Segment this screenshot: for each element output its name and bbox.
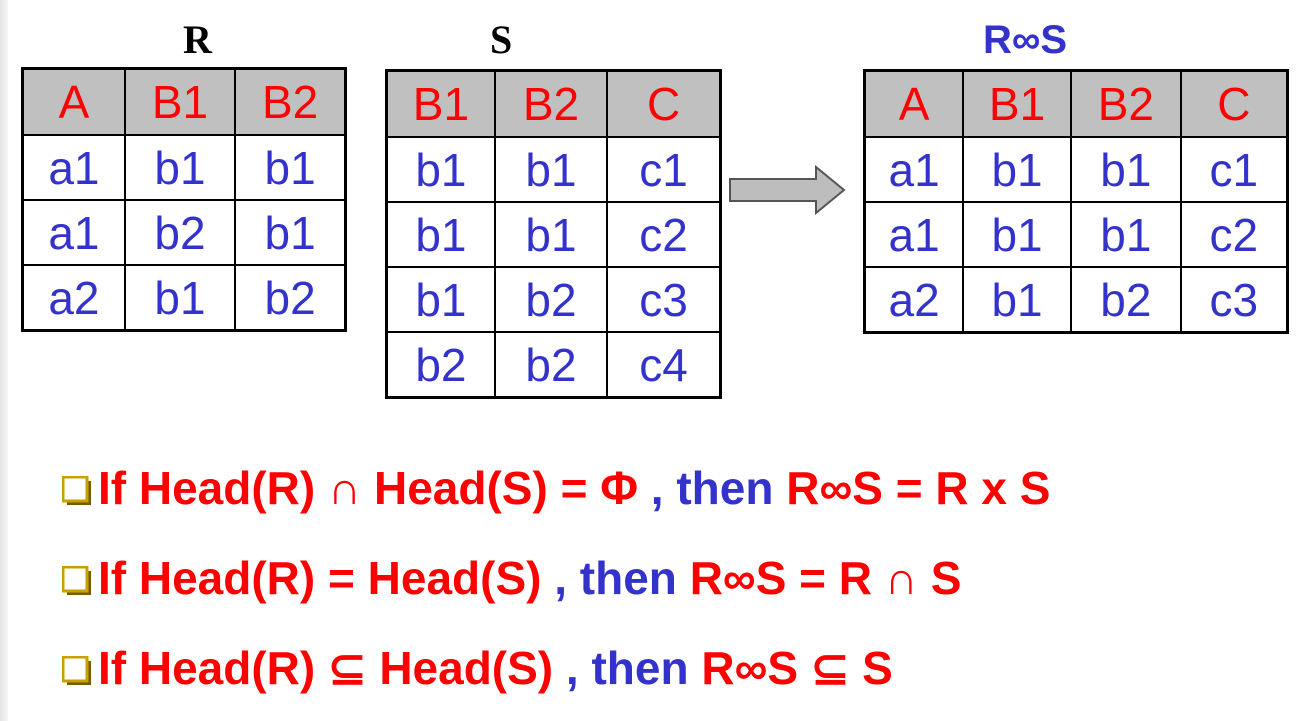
table-row: b1 b1 c1 [385,136,722,203]
table-cell: a1 [21,134,126,201]
table-s-title: S [490,17,513,62]
table-row: a1 b2 b1 [21,199,347,266]
table-rs-header-cell: B1 [962,69,1072,138]
table-rs: A B1 B2 C a1 b1 b1 c1 a1 b1 b1 c2 a2 b1 … [863,69,1289,334]
table-rs-header-cell: B2 [1069,69,1182,138]
table-cell: b1 [1069,201,1182,268]
checkbox-bullet-icon [62,566,91,595]
table-cell: c3 [1179,266,1289,334]
table-r-title: R [183,17,212,62]
table-cell: c4 [606,331,722,399]
table-cell: b2 [493,331,609,399]
table-cell: b1 [234,134,347,201]
table-r-header-cell: B2 [234,67,347,136]
checkbox-bullet-icon [62,656,91,685]
table-s-header-cell: B1 [385,69,496,138]
table-rs-header-cell: C [1179,69,1289,138]
table-cell: b1 [962,266,1072,334]
table-cell: a1 [863,201,965,268]
table-cell: b1 [1069,136,1182,203]
table-row: b2 b2 c4 [385,331,722,399]
table-row: a2 b1 b2 c3 [863,266,1289,334]
table-cell: b2 [123,199,237,266]
table-cell: c2 [1179,201,1289,268]
table-r-header-cell: B1 [123,67,237,136]
rule-result: R∞S = R ∩ S [689,552,962,604]
table-row: a1 b1 b1 [21,134,347,201]
rule-line-1: If Head(R) ∩ Head(S) = Φ , then R∞S = R … [62,465,1050,511]
slide-left-edge [0,0,8,721]
rule-result: R∞S ⊆ S [701,642,893,694]
table-cell: b1 [962,201,1072,268]
table-cell: c2 [606,201,722,268]
table-cell: c3 [606,266,722,333]
table-cell: b1 [493,136,609,203]
table-cell: b1 [493,201,609,268]
table-cell: c1 [1179,136,1289,203]
table-s-header-cell: B2 [493,69,609,138]
rule-result: R∞S = R x S [786,462,1051,514]
table-cell: b1 [234,199,347,266]
rule-condition: If Head(R) ⊆ Head(S) [98,642,554,694]
table-cell: b1 [123,134,237,201]
table-cell: b1 [385,201,496,268]
table-cell: a2 [21,264,126,332]
table-cell: c1 [606,136,722,203]
table-cell: b2 [234,264,347,332]
rule-then: , then [541,552,690,604]
table-r-header-row: A B1 B2 [21,67,347,136]
checkbox-bullet-icon [62,476,91,505]
table-cell: b1 [385,136,496,203]
table-s-header-cell: C [606,69,722,138]
arrow-right-icon [729,165,846,215]
table-row: b1 b1 c2 [385,201,722,268]
table-rs-header-row: A B1 B2 C [863,69,1289,138]
table-cell: b2 [1069,266,1182,334]
table-cell: a1 [21,199,126,266]
rule-line-3: If Head(R) ⊆ Head(S) , then R∞S ⊆ S [62,645,893,691]
table-row: a1 b1 b1 c2 [863,201,1289,268]
table-rs-header-cell: A [863,69,965,138]
table-s: B1 B2 C b1 b1 c1 b1 b1 c2 b1 b2 c3 b2 b2… [385,69,722,399]
table-cell: b1 [123,264,237,332]
table-s-header-row: B1 B2 C [385,69,722,138]
rule-condition: If Head(R) ∩ Head(S) = Φ [98,462,638,514]
table-cell: b2 [493,266,609,333]
table-row: a2 b1 b2 [21,264,347,332]
rule-line-2: If Head(R) = Head(S) , then R∞S = R ∩ S [62,555,962,601]
rule-then: , then [553,642,702,694]
table-row: a1 b1 b1 c1 [863,136,1289,203]
table-cell: a2 [863,266,965,334]
table-r: A B1 B2 a1 b1 b1 a1 b2 b1 a2 b1 b2 [21,67,347,332]
rule-condition: If Head(R) = Head(S) [98,552,542,604]
rule-then: , then [637,462,787,514]
table-rs-title: R∞S [983,18,1068,62]
table-cell: b1 [962,136,1072,203]
table-cell: a1 [863,136,965,203]
table-cell: b2 [385,331,496,399]
table-row: b1 b2 c3 [385,266,722,333]
table-r-header-cell: A [21,67,126,136]
table-cell: b1 [385,266,496,333]
